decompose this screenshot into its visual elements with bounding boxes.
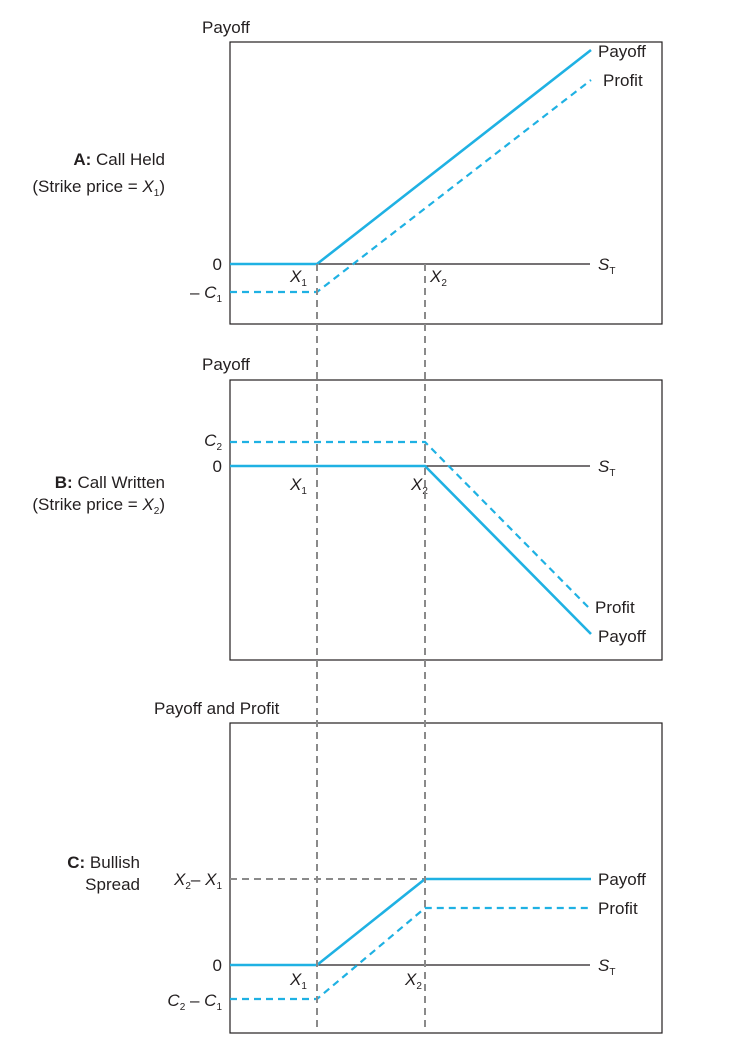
panel-a-xlabel: ST xyxy=(598,255,615,277)
panel-b-title: B: Call Written xyxy=(55,473,165,492)
panel-a-frame xyxy=(229,41,663,325)
panel-b: Payoff B: Call Written (Strike price = X… xyxy=(32,355,663,661)
panel-b-frame xyxy=(229,379,663,661)
panel-c-ytick-0: 0 xyxy=(213,956,222,975)
panel-a-ytick-c1: – C1 xyxy=(190,283,222,305)
panel-a-subtitle: (Strike price = X1) xyxy=(32,177,165,199)
panel-c-profit-line xyxy=(230,906,591,1001)
panel-a-profit-label: Profit xyxy=(603,71,643,90)
panel-b-ytick-0: 0 xyxy=(213,457,222,476)
panel-b-payoff-label: Payoff xyxy=(598,627,646,646)
panel-c-payoff-label: Payoff xyxy=(598,870,646,889)
panel-c-payoff-line xyxy=(230,877,591,967)
panel-c-title: C: Bullish xyxy=(67,853,140,872)
panel-b-profit-line xyxy=(230,440,592,611)
panel-c-subtitle: Spread xyxy=(85,875,140,894)
panel-a-payoff-label: Payoff xyxy=(598,42,646,61)
panel-a: Payoff A: Call Held (Strike price = X1) … xyxy=(32,18,663,325)
panel-c: Payoff and Profit C: Bullish Spread ST X… xyxy=(67,699,663,1034)
panel-a-title: A: Call Held xyxy=(73,150,165,169)
panel-c-xlabel: ST xyxy=(598,956,615,978)
panel-c-ylabel: Payoff and Profit xyxy=(154,699,280,718)
panel-b-ytick-c2: C2 xyxy=(204,431,222,453)
panel-b-subtitle: (Strike price = X2) xyxy=(32,495,165,517)
panel-c-ytick-premium: C2 – C1 xyxy=(167,991,222,1013)
panel-b-xlabel: ST xyxy=(598,457,615,479)
panel-b-payoff-line xyxy=(230,464,592,635)
panel-b-profit-label: Profit xyxy=(595,598,635,617)
panel-b-ylabel: Payoff xyxy=(202,355,250,374)
panel-a-ytick-0: 0 xyxy=(213,255,222,274)
panel-c-ytick-spread: X2– X1 xyxy=(173,870,222,892)
panel-a-ylabel: Payoff xyxy=(202,18,250,37)
panel-c-profit-label: Profit xyxy=(598,899,638,918)
